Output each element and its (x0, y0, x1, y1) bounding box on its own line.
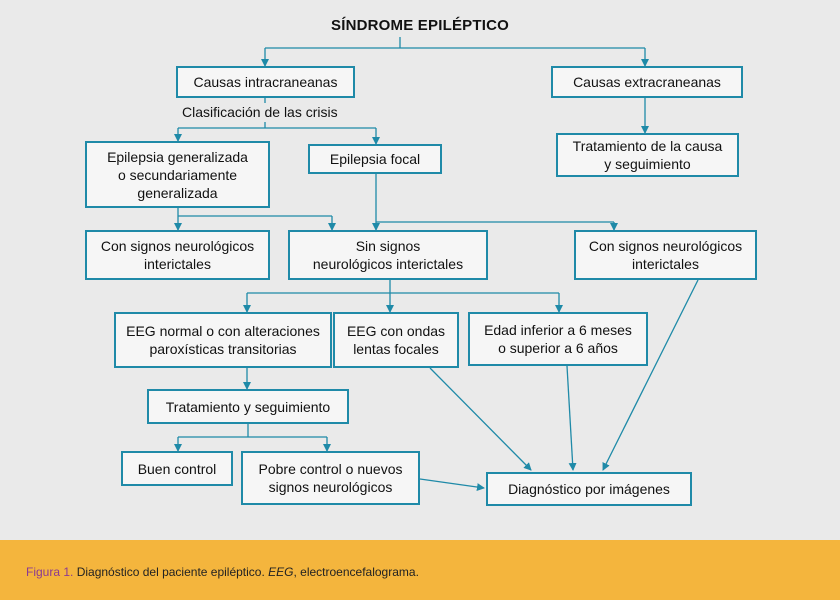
node-buen-control: Buen control (121, 451, 233, 486)
node-edad: Edad inferior a 6 meses o superior a 6 a… (468, 312, 648, 366)
classification-split-line (178, 122, 376, 129)
tratamiento-split-line (178, 424, 327, 438)
node-causas-extracraneanas: Causas extracraneanas (551, 66, 743, 98)
node-tratamiento-causa: Tratamiento de la causa y seguimiento (556, 133, 739, 177)
node-epilepsia-generalizada: Epilepsia generalizada o secundariamente… (85, 141, 270, 208)
focal-split-line (375, 174, 614, 223)
node-causas-intracraneanas: Causas intracraneanas (176, 66, 355, 98)
flowchart: SÍNDROME EPILÉPTICO Causas intracraneana… (85, 17, 757, 506)
caption-text-before: Diagnóstico del paciente epiléptico. (73, 565, 269, 579)
classification-label: Clasificación de las crisis (182, 104, 338, 120)
arrow-pobre-to-diagnostico (419, 478, 485, 491)
arrow-con-signos-to-diagnostico (602, 279, 699, 471)
arrow-ondas-to-diagnostico (429, 367, 532, 471)
node-sin-signos-interictales: Sin signos neurológicos interictales (288, 230, 488, 280)
generalizada-split-line (177, 208, 332, 217)
node-tratamiento-seguimiento: Tratamiento y seguimiento (147, 389, 349, 424)
node-eeg-ondas-lentas: EEG con ondas lentas focales (333, 312, 459, 368)
caption-abbreviation: EEG (268, 565, 294, 579)
node-con-signos-interictales-2: Con signos neurológicos interictales (574, 230, 757, 280)
node-diagnostico-imagenes: Diagnóstico por imágenes (486, 472, 692, 506)
caption-text-after: , electroencefalograma. (293, 565, 419, 579)
caption-bar (0, 540, 840, 600)
node-eeg-normal: EEG normal o con alteraciones paroxístic… (114, 312, 332, 368)
figure-caption: Figura 1. Diagnóstico del paciente epilé… (26, 565, 419, 579)
title-split-line (265, 37, 645, 49)
figure-label: Figura 1. (26, 565, 74, 579)
node-pobre-control: Pobre control o nuevos signos neurológic… (241, 451, 420, 505)
arrow-edad-to-diagnostico (566, 365, 577, 471)
node-con-signos-interictales-1: Con signos neurológicos interictales (85, 230, 270, 280)
connector-lines (174, 37, 699, 491)
sin-signos-split-line (247, 280, 559, 294)
node-epilepsia-focal: Epilepsia focal (308, 144, 442, 174)
diagram-title: SÍNDROME EPILÉPTICO (331, 17, 509, 34)
